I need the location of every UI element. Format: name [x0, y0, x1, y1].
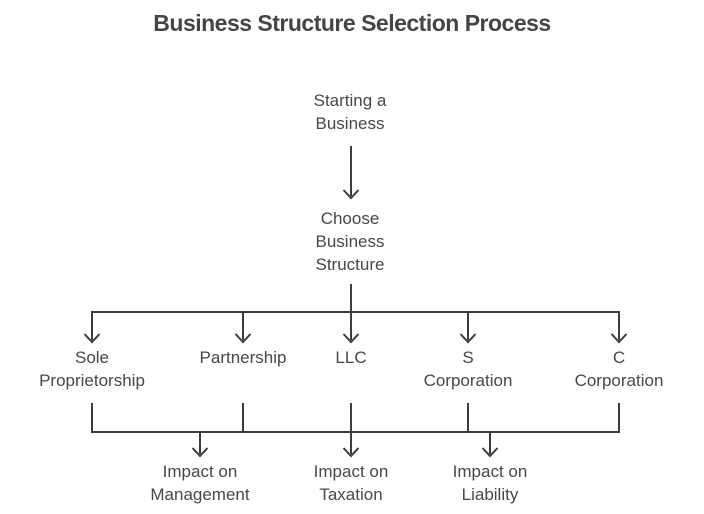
node-label-line: Liability	[461, 485, 519, 504]
node-partnership: Partnership	[168, 346, 318, 369]
node-label-line: Management	[150, 485, 250, 504]
page-title: Business Structure Selection Process	[153, 10, 551, 36]
node-llc: LLC	[276, 346, 426, 369]
arrowhead-down-icon	[342, 189, 360, 200]
arrowhead-down-icon	[481, 447, 499, 458]
merge-bar	[91, 403, 620, 433]
node-sole-proprietorship: Sole Proprietorship	[17, 346, 167, 392]
node-starting-a-business: Starting a Business	[280, 89, 420, 135]
arrowhead-down-icon	[191, 447, 209, 458]
node-label-line: Starting a	[313, 91, 387, 110]
node-label-line: Impact on	[452, 462, 528, 481]
node-choose-business-structure: Choose Business Structure	[280, 207, 420, 276]
node-label-line: Corporation	[423, 371, 513, 390]
node-label-line: Business	[315, 114, 385, 133]
arrowhead-down-icon	[234, 333, 252, 344]
node-label-line: Choose	[320, 209, 380, 228]
arrowhead-down-icon	[342, 447, 360, 458]
node-label-line: S	[462, 348, 474, 367]
arrowhead-down-icon	[459, 333, 477, 344]
edge-to-impact-liability	[481, 432, 499, 458]
edge-to-impact-taxation	[342, 432, 360, 458]
node-label-line: Corporation	[574, 371, 664, 390]
node-label-line: Impact on	[162, 462, 238, 481]
node-label-line: Structure	[315, 255, 385, 274]
node-label-line: Proprietorship	[39, 371, 145, 390]
arrowhead-down-icon	[610, 333, 628, 344]
node-c-corporation: C Corporation	[544, 346, 694, 392]
branch-bar	[91, 311, 620, 340]
node-label-line: LLC	[335, 348, 367, 367]
node-label-line: Partnership	[199, 348, 287, 367]
arrowhead-down-icon	[83, 333, 101, 344]
edge-to-impact-management	[191, 432, 209, 458]
arrowhead-down-icon	[342, 333, 360, 344]
edge-start-to-choose	[342, 146, 360, 200]
node-label-line: C	[612, 348, 626, 367]
node-label-line: Sole	[74, 348, 110, 367]
node-label-line: Impact on	[313, 462, 389, 481]
node-label-line: Business	[315, 232, 385, 251]
node-label-line: Taxation	[319, 485, 383, 504]
node-impact-on-liability: Impact on Liability	[415, 460, 565, 506]
node-impact-on-management: Impact on Management	[125, 460, 275, 506]
node-s-corporation: S Corporation	[393, 346, 543, 392]
node-impact-on-taxation: Impact on Taxation	[276, 460, 426, 506]
